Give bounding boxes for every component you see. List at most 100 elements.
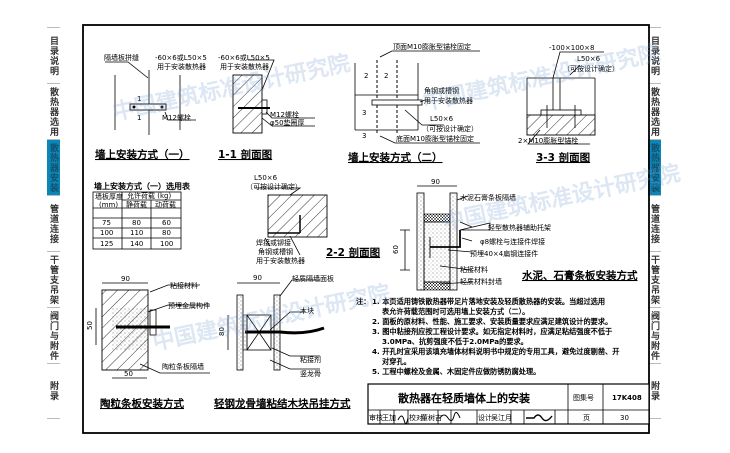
note-line: 3. 图中粘接剂应按工程设计要求。如无指定材料时，应满足粘结强度不低于 [372, 327, 612, 336]
dim-height: 50 [86, 321, 94, 330]
reviewer-signature [397, 415, 409, 424]
figure-title: 陶粒条板安装方式 [100, 397, 184, 410]
tab-pipe-connection[interactable]: 管道连接 [648, 195, 661, 251]
section-mark: 3 [362, 132, 366, 140]
label-wall: 陶粒条板隔墙 [162, 362, 204, 371]
page-number: 30 [620, 414, 629, 422]
designer: 吴江月 [491, 414, 512, 422]
label-plate: -100×100×8 [549, 44, 594, 52]
label-use: 用于安装散热器 [157, 62, 206, 71]
left-section-tabs: 目录说明 散热器选用 散热器安装 管道连接 干管支吊架 阀门与附件 附录 [47, 27, 83, 419]
table-title: 墙上安装方式（一）选用表 [94, 181, 191, 191]
label-l: L50×6 [577, 55, 601, 63]
label-panel: 轻质隔墙面板 [292, 274, 334, 283]
cell: 60 [162, 219, 171, 227]
figure-wall-mount-1: 隔墙板拼缝 -60×6或L50×5 用于安装散热器 M12螺栓 1 1 墙上安装… [95, 53, 207, 161]
right-section-tabs: 目录说明 散热器选用 散热器安装 管道连接 干管支吊架 阀门与附件 附录 [648, 27, 684, 419]
label-bolt: M12螺栓 [270, 110, 299, 119]
table-row: 125 140 100 [100, 240, 173, 248]
notes: 注： 1. 本页适用铸铁散热器带足片落地安装及轻质散热器的安装。当超过选用 表允… [356, 297, 619, 376]
dim-height: 60 [392, 245, 400, 254]
section-mark: 2 [364, 72, 368, 80]
tab-contents[interactable]: 目录说明 [648, 27, 661, 83]
label-confirm: （可按设计确定） [563, 64, 619, 73]
label-use: 用于安装散热器 [220, 62, 269, 71]
notes-prefix: 注： [356, 297, 370, 306]
tab-radiator-installation[interactable]: 散热器安装 [47, 139, 60, 195]
label-use: 用于安装散热器 [424, 96, 473, 105]
label-angle: 角钢或槽钢 [424, 86, 459, 95]
dim-height: 80 [218, 327, 226, 336]
label-bracket: 轻型散热器辅助托架 [488, 223, 551, 232]
label-wood: 木块 [300, 306, 314, 315]
cell: 125 [100, 240, 113, 248]
label-confirm: （可按设计确定） [422, 124, 478, 133]
table-row: 100 110 80 [100, 229, 171, 237]
reviewer: 王加 [382, 413, 396, 422]
header-dynamic: 动荷载 [155, 200, 176, 209]
label-embed: 预埋40×4扁钢连接件 [470, 249, 538, 258]
tab-valves-accessories[interactable]: 阀门与附件 [648, 307, 661, 363]
figure-title: 轻钢龙骨墙粘结木块吊挂方式 [214, 397, 351, 410]
label-adhesive: 粘接材料 [170, 281, 198, 290]
tab-appendix[interactable]: 附录 [47, 363, 60, 419]
label-steel: -60×6或L50×5 [218, 53, 270, 62]
tab-pipe-connection[interactable]: 管道连接 [47, 195, 60, 251]
label-washer: φ50垫圈厚 [270, 118, 305, 127]
label-adhesive: 粘接材料 [460, 265, 488, 274]
note-line: 3.0MPa、抗剪强度不低于2.0MPa的要求。 [382, 337, 528, 346]
figure-title: 3-3 剖面图 [536, 151, 590, 164]
designer-signature [526, 414, 553, 422]
tab-radiator-selection[interactable]: 散热器选用 [47, 83, 60, 139]
dim-width: 90 [253, 274, 262, 282]
section-mark: 3 [362, 109, 366, 117]
label-bolt: M12螺栓 [162, 113, 191, 122]
note-line: 对穿孔。 [382, 357, 411, 366]
tab-radiator-selection[interactable]: 散热器选用 [648, 83, 661, 139]
cell: 140 [130, 240, 143, 248]
atlas-label: 图集号 [573, 393, 594, 402]
label-glue: 粘接剂 [300, 355, 321, 364]
tab-contents[interactable]: 目录说明 [47, 27, 60, 83]
tab-valves-accessories[interactable]: 阀门与附件 [47, 307, 60, 363]
figure-cement-board: 90 60 水泥石膏条板隔墙 轻型散热器辅助托架 φ8螺栓与连接件焊接 预埋40… [392, 178, 638, 291]
figure-wall-mount-2: 顶面M10膨胀型锚栓固定 角钢或槽钢 用于安装散热器 L50×6 （可按设计确定… [348, 42, 480, 164]
label-embed: 预埋金属构件 [168, 301, 210, 310]
dim-bottom: 50 [124, 370, 133, 378]
header-thickness: 墙板厚度 [95, 192, 123, 201]
note-line: 1. 本页适用铸铁散热器带足片落地安装及轻质散热器的安装。当超过选用 [372, 297, 605, 306]
tab-main-pipe-supports[interactable]: 干管支吊架 [47, 251, 60, 307]
note-line: 5. 工程中螺栓及金属、木固定件应做防锈防腐处理。 [372, 367, 540, 376]
label-weld: 焊接或铆接 [256, 238, 291, 247]
header-static: 静荷载 [126, 200, 147, 209]
section-mark: 2 [384, 72, 388, 80]
label-wall: 水泥石膏条板隔墙 [460, 193, 516, 202]
section-mark: 1 [137, 114, 141, 122]
cell: 80 [162, 229, 171, 237]
tab-appendix[interactable]: 附录 [648, 363, 661, 419]
figure-section-1-1: -60×6或L50×5 用于安装散热器 M12螺栓 φ50垫圈厚 1-1 剖面图 [218, 53, 315, 161]
cell: 100 [100, 229, 113, 237]
note-line: 2. 面板的原材料、性能、施工要求、安装质量要求应满足建筑设计的要求。 [372, 317, 612, 326]
note-line: 表允许荷载范围时可选用墙上安装方式（二）。 [381, 307, 529, 316]
figure-section-2-2: L50×6 （可按设计确定） 焊接或铆接 角钢或槽钢 用于安装散热器 2-2 剖… [246, 174, 380, 265]
label-top-anchor: 顶面M10膨胀型锚栓固定 [393, 42, 471, 51]
dim-width: 90 [431, 178, 440, 186]
title-block: 散热器在轻质墙体上的安装 图集号 17K408 审核 王加 校对 董树吉 设计 … [367, 383, 650, 425]
label-anchor: 2×M10膨胀型锚栓 [518, 136, 578, 145]
label-steel: -60×6或L50×5 [155, 53, 207, 62]
label-l: L50×6 [430, 115, 454, 123]
tab-radiator-installation[interactable]: 散热器安装 [648, 139, 661, 195]
check-label: 校对 [409, 413, 423, 422]
load-selection-table: 墙上安装方式（一）选用表 墙板厚度 (mm) 允许荷载 (kg) 静荷载 动荷载… [92, 181, 191, 250]
header-load: 允许荷载 (kg) [127, 191, 171, 200]
label-stud: 竖龙骨 [300, 369, 321, 378]
label-seal: 轻质材料封墙 [460, 277, 502, 286]
checker: 董树吉 [421, 413, 442, 422]
tab-main-pipe-supports[interactable]: 干管支吊架 [648, 251, 661, 307]
label-joint: 隔墙板拼缝 [104, 53, 139, 62]
figure-title: 2-2 剖面图 [326, 246, 380, 259]
design-label: 设计 [478, 413, 492, 422]
checker-signature [439, 412, 461, 422]
